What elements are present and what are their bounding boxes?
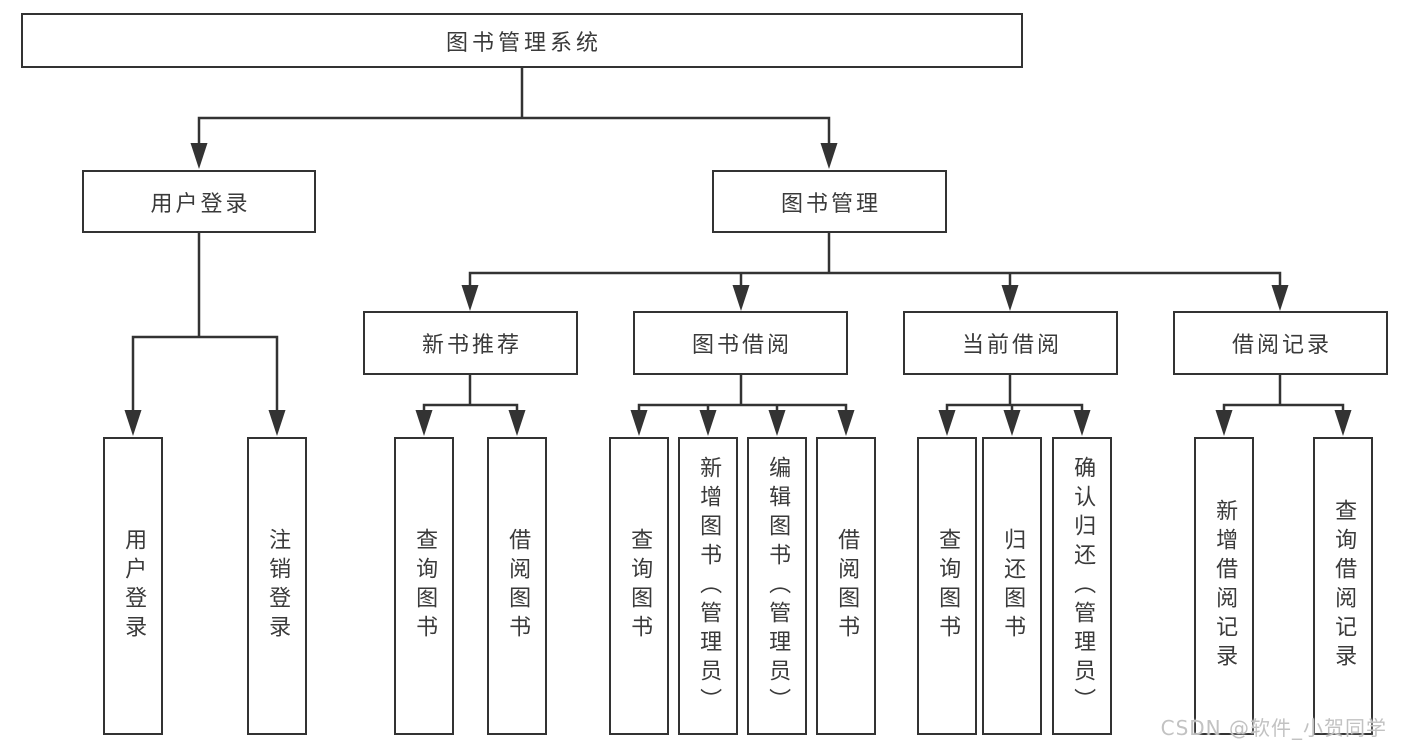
node-library-management-system: 图书管理系统 xyxy=(21,13,1023,68)
node-book-management: 图书管理 xyxy=(712,170,947,233)
node-book-borrow: 图书借阅 xyxy=(633,311,848,375)
node-new-book-recommend: 新书推荐 xyxy=(363,311,578,375)
node-borrow-records: 借阅记录 xyxy=(1173,311,1388,375)
leaf-user-login: 用户登录 xyxy=(103,437,163,735)
leaf-recommend-query-book: 查询图书 xyxy=(394,437,454,735)
leaf-borrow-borrow-book: 借阅图书 xyxy=(816,437,876,735)
leaf-confirm-return-admin: 确认归还（管理员） xyxy=(1052,437,1112,735)
leaf-add-borrow-record: 新增借阅记录 xyxy=(1194,437,1254,735)
leaf-edit-book-admin: 编辑图书（管理员） xyxy=(747,437,807,735)
watermark-csdn: CSDN @软件_小贺同学 xyxy=(1160,716,1387,740)
leaf-recommend-borrow-book: 借阅图书 xyxy=(487,437,547,735)
leaf-return-book: 归还图书 xyxy=(982,437,1042,735)
leaf-current-query-book: 查询图书 xyxy=(917,437,977,735)
leaf-logout: 注销登录 xyxy=(247,437,307,735)
leaf-query-borrow-record: 查询借阅记录 xyxy=(1313,437,1373,735)
leaf-borrow-query-book: 查询图书 xyxy=(609,437,669,735)
leaf-add-book-admin: 新增图书（管理员） xyxy=(678,437,738,735)
node-user-login-branch: 用户登录 xyxy=(82,170,316,233)
node-current-borrow: 当前借阅 xyxy=(903,311,1118,375)
